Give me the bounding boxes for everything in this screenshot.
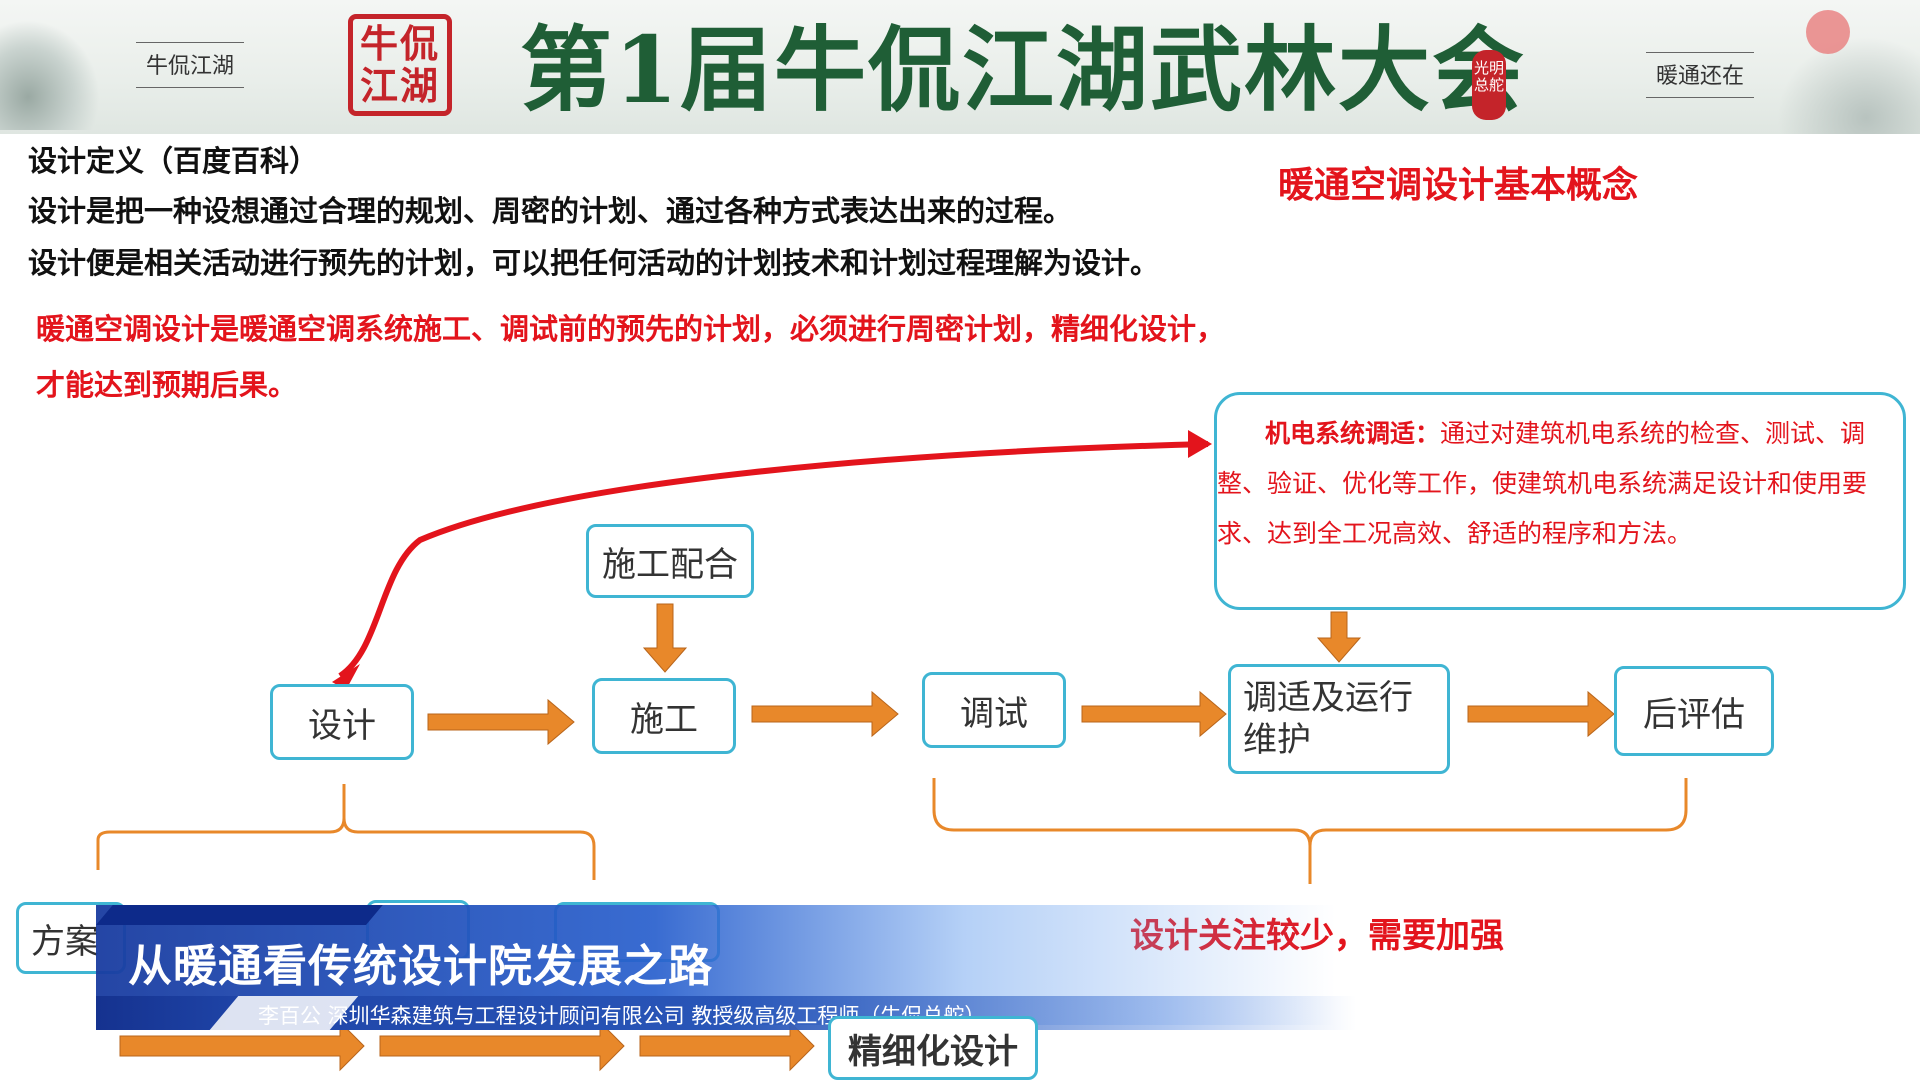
lower-third-subtitle-bar bbox=[96, 996, 1356, 1030]
callout-label: 机电系统调适： bbox=[1265, 419, 1441, 448]
node-operation-maintenance: 调适及运行维护 bbox=[1228, 664, 1450, 774]
brace-later-stages bbox=[932, 778, 1688, 884]
arrow-design-to-construction bbox=[427, 698, 575, 746]
sun-decoration bbox=[1806, 10, 1850, 54]
arrow-operation-to-posteval bbox=[1467, 690, 1615, 738]
definition-heading: 设计定义（百度百科） bbox=[28, 144, 319, 178]
node-construction-cooperation: 施工配合 bbox=[586, 524, 754, 598]
node-refined-design: 精细化设计 bbox=[828, 1016, 1038, 1080]
definition-line-1: 设计是把一种设想通过合理的规划、周密的计划、通过各种方式表达出来的过程。 bbox=[28, 194, 1073, 228]
banner-left-label: 牛侃江湖 bbox=[135, 42, 245, 88]
brace-design bbox=[96, 784, 596, 880]
node-commissioning: 调试 bbox=[922, 672, 1066, 748]
arrow-callout-to-operation bbox=[1316, 611, 1362, 663]
mountain-decoration bbox=[0, 20, 100, 130]
concept-title: 暖通空调设计基本概念 bbox=[1278, 165, 1639, 206]
node-construction: 施工 bbox=[592, 678, 736, 754]
commissioning-callout: 机电系统调适：通过对建筑机电系统的检查、测试、调整、验证、优化等工作，使建筑机电… bbox=[1214, 392, 1906, 610]
arrow-commissioning-to-operation bbox=[1081, 690, 1227, 738]
lower-third-title: 从暖通看传统设计院发展之路 bbox=[128, 941, 713, 992]
small-seal-stamp: 光明总舵 bbox=[1472, 50, 1506, 120]
header-banner: 牛侃江湖 牛侃江湖 第1届牛侃江湖武林大会 光明总舵 暖通还在 bbox=[0, 0, 1920, 134]
red-arrowhead-right bbox=[1188, 430, 1212, 458]
banner-right-label: 暖通还在 bbox=[1645, 52, 1755, 98]
callout-text: 通过对建筑机电系统的检查、测试、调整、验证、优化等工作，使建筑机电系统满足设计和… bbox=[1217, 419, 1868, 548]
arrow-construction-to-commissioning bbox=[751, 690, 899, 738]
node-post-evaluation: 后评估 bbox=[1614, 666, 1774, 756]
logo-seal: 牛侃江湖 bbox=[348, 14, 452, 116]
definition-line-2: 设计便是相关活动进行预先的计划，可以把任何活动的计划技术和计划过程理解为设计。 bbox=[28, 246, 1160, 280]
red-feedback-arrow bbox=[338, 441, 1209, 679]
event-title: 第1届牛侃江湖武林大会 bbox=[520, 16, 1527, 124]
node-design: 设计 bbox=[270, 684, 414, 760]
band-stripe bbox=[96, 905, 383, 925]
hvac-statement-line-1: 暖通空调设计是暖通空调系统施工、调试前的预先的计划，必须进行周密计划，精细化设计… bbox=[36, 312, 1226, 346]
mountain-decoration-right bbox=[1770, 30, 1920, 134]
hvac-statement-line-2: 才能达到预期后果。 bbox=[36, 368, 298, 402]
arrow-cooperation-to-construction bbox=[642, 603, 688, 673]
